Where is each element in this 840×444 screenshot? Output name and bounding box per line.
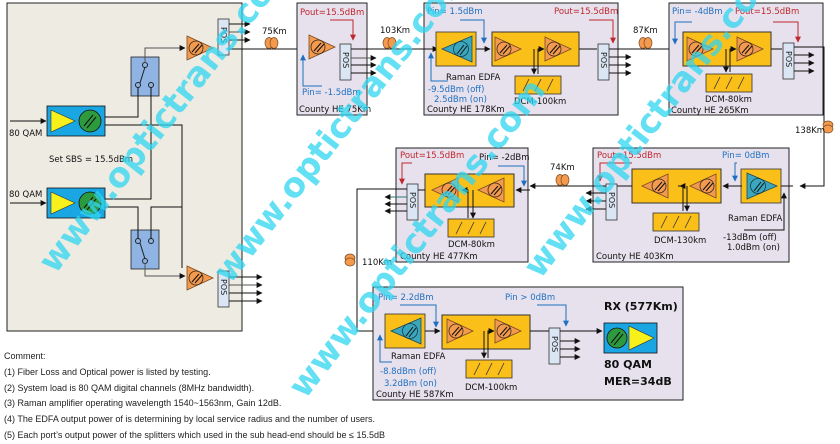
pin-label: Pin= -4dBm (672, 7, 723, 17)
raman-on-power: 3.2dBm (on) (384, 379, 437, 389)
pin-label: Pin= -2dBm (479, 153, 530, 163)
dcm-module-icon (705, 73, 753, 93)
comment-item: (1) Fiber Loss and Optical power is list… (4, 366, 211, 377)
dcm-label: DCM-100km (465, 383, 517, 393)
dcm-module-icon (465, 359, 513, 379)
dcm-label: DCM-80km (448, 240, 495, 250)
link-label: 138Km (795, 126, 825, 136)
raman-off-power: -13dBm (off) (723, 233, 777, 243)
station-name: County HE 265Km (671, 106, 749, 116)
link-label: 74Km (550, 163, 575, 173)
splitter-pos (597, 43, 610, 81)
comment-item: (2) System load is 80 QAM digital channe… (4, 382, 255, 393)
splitter-pos (782, 42, 795, 80)
raman-on-power: 2.5dBm (on) (434, 95, 487, 105)
fiber-coil-icon (555, 174, 570, 186)
transmitter-icon (46, 105, 106, 137)
pout-label: Pout=15.5dBm (554, 7, 618, 17)
raman-on-power: 1.0dBm (on) (727, 243, 780, 253)
pout-label: Pout=15.5dBm (735, 7, 799, 17)
raman-edfa-icon (435, 31, 477, 67)
raman-edfa-icon (384, 313, 426, 349)
sbs-label: Set SBS = 15.5dBm (49, 155, 133, 165)
splitter-pos (339, 43, 352, 81)
pout-label: Pout=15.5dBm (300, 8, 364, 18)
dcm-label: DCM-80km (705, 95, 752, 105)
receiver-icon (603, 322, 658, 354)
dcm-label: DCM-100km (514, 97, 566, 107)
input-label: 80 QAM (9, 190, 42, 200)
pout-label: Pout=15.5dBm (597, 151, 661, 161)
raman-off-power: -8.8dBm (off) (380, 367, 436, 377)
receiver-load: 80 QAM (604, 358, 652, 371)
fiber-coil-icon (638, 37, 653, 49)
station-name: County HE 403Km (596, 252, 674, 262)
comment-item: (3) Raman amplifier operating wavelength… (4, 398, 282, 409)
comment-section: Comment: (1) Fiber Loss and Optical powe… (4, 349, 385, 444)
fiber-coil-icon (264, 37, 279, 49)
raman-edfa-icon (740, 168, 782, 204)
receiver-mer: MER=34dB (604, 375, 672, 388)
station-name: County HE 587Km (376, 390, 454, 400)
dcm-module-icon (652, 212, 700, 232)
raman-label: Raman EDFA (728, 214, 783, 224)
link-label: 110Km (362, 258, 392, 268)
pin-label: Pin= 2.2dBm (378, 293, 434, 303)
link-label: 87Km (633, 26, 658, 36)
comment-item: (5) Each port’s output power of the spli… (4, 429, 386, 440)
fiber-coil-icon (344, 253, 356, 267)
station-name: County HE 75Km (299, 105, 371, 115)
raman-off-power: -9.5dBm (off) (428, 85, 484, 95)
station-box (592, 147, 790, 263)
pin-label: Pin= 0dBm (722, 151, 769, 161)
comment-item: (4) The EDFA output power of is determin… (4, 414, 376, 425)
pout-label: Pout=15.5dBm (400, 151, 464, 161)
link-label: 75Km (262, 27, 287, 37)
link-label: 103Km (380, 26, 410, 36)
pin-label-2: Pin > 0dBm (505, 293, 555, 303)
raman-label: Raman EDFA (446, 73, 501, 83)
splitter-pos (548, 327, 561, 365)
station-name: County HE 178Km (427, 105, 505, 115)
raman-label: Raman EDFA (391, 352, 446, 362)
input-label: 80 QAM (9, 129, 42, 139)
dcm-label: DCM-130km (654, 236, 706, 246)
comment-title: Comment: (4, 351, 46, 361)
pin-label: Pin= 1.5dBm (427, 7, 483, 17)
station-name: County HE 477Km (400, 252, 478, 262)
pin-label: Pin= -1.5dBm (302, 88, 361, 98)
receiver-title: RX (577Km) (604, 300, 678, 313)
